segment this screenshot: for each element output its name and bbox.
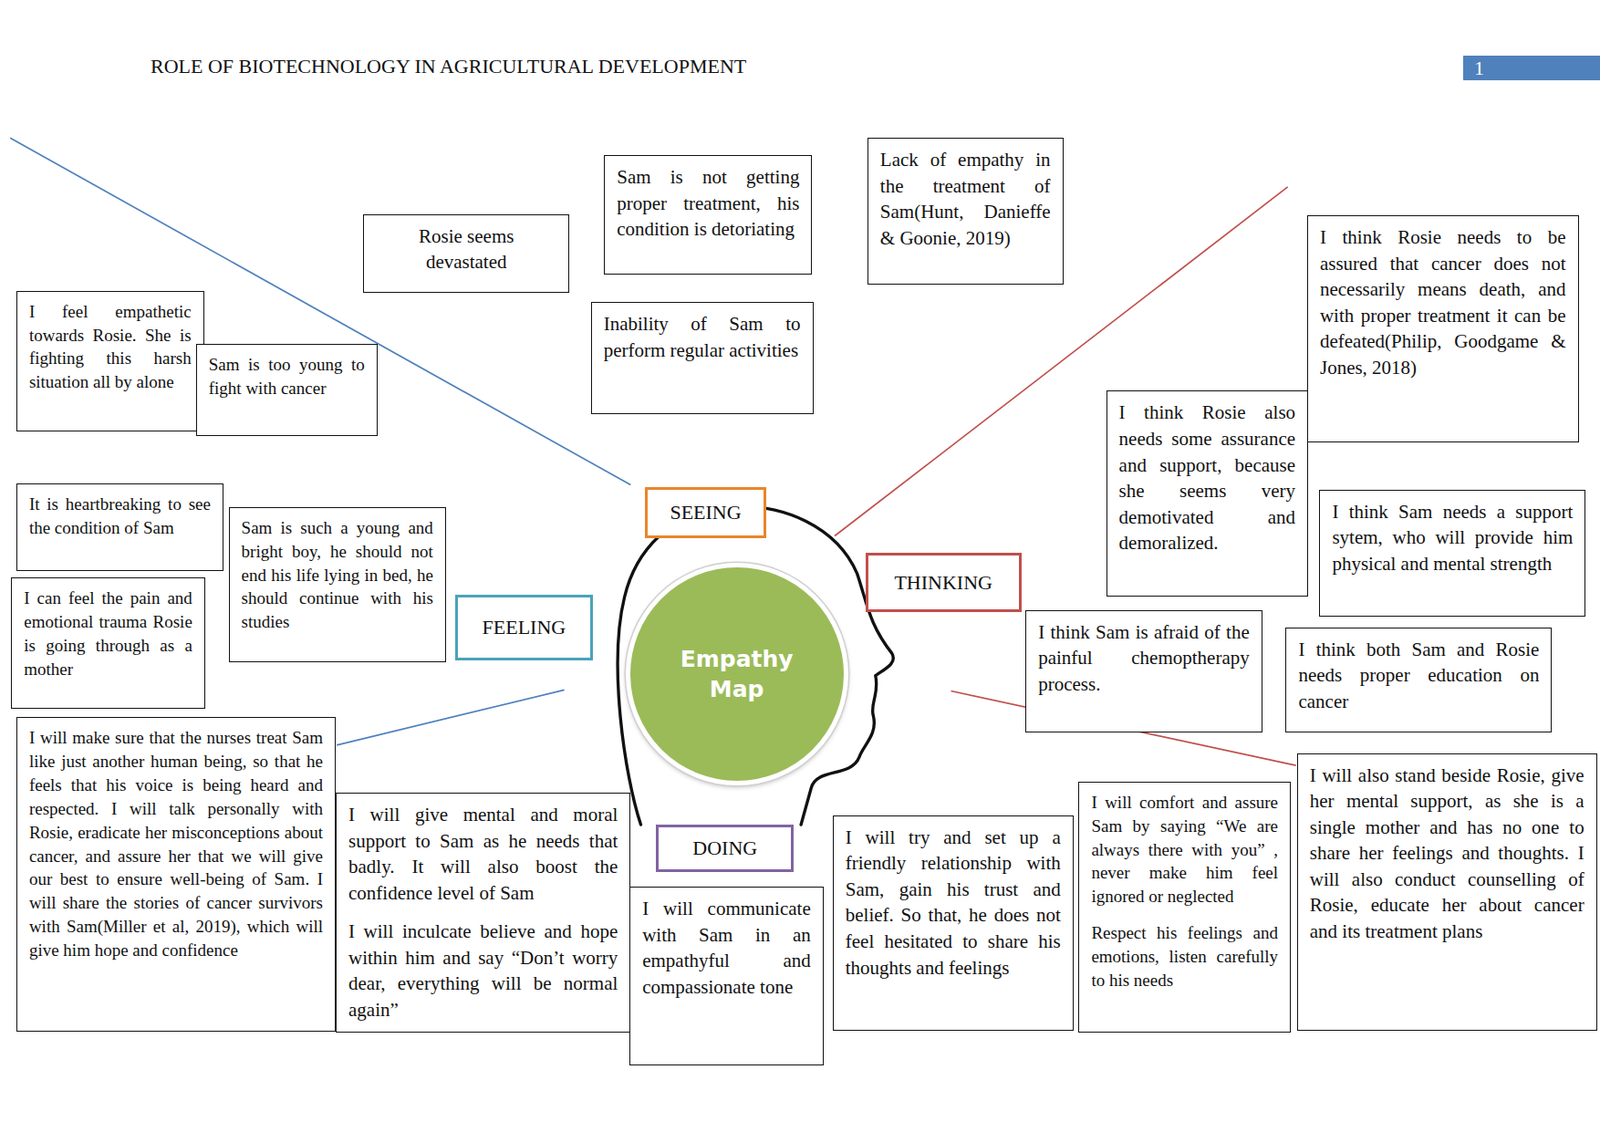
text-box: I think Sam needs a support sytem, who w… bbox=[1319, 489, 1586, 617]
page-header: ROLE OF BIOTECHNOLOGY IN AGRICULTURAL DE… bbox=[150, 54, 747, 79]
text-box: I can feel the pain and emotional trauma… bbox=[10, 577, 206, 709]
box-text: Sam is too young to fight with cancer bbox=[208, 353, 365, 401]
box-text: I think Sam needs a support sytem, who w… bbox=[1331, 498, 1573, 578]
box-text: I feel empathetic towards Rosie. She is … bbox=[29, 300, 192, 395]
category-label: THINKING bbox=[865, 552, 1022, 613]
category-label: DOING bbox=[655, 824, 794, 873]
box-text: I will communicate with Sam in an empath… bbox=[642, 895, 811, 1000]
box-text: Inability of Sam to perform regular acti… bbox=[603, 311, 801, 364]
box-text: I can feel the pain and emotional trauma… bbox=[23, 586, 193, 681]
leader-line bbox=[10, 137, 631, 485]
text-box: I will make sure that the nurses treat S… bbox=[16, 716, 336, 1032]
box-text: Respect his feelings and emotions, liste… bbox=[1090, 921, 1278, 992]
category-text: SEEING bbox=[669, 498, 741, 527]
box-text: I will comfort and assure Sam by saying … bbox=[1090, 790, 1278, 909]
text-box: I think Rosie also needs some assurance … bbox=[1106, 390, 1309, 597]
box-text: I will give mental and moral support to … bbox=[348, 801, 618, 906]
box-text: Empathy Map bbox=[657, 644, 817, 707]
box-text: Lack of empathy in the treatment of Sam(… bbox=[880, 146, 1051, 251]
text-box: Lack of empathy in the treatment of Sam(… bbox=[867, 137, 1064, 285]
box-text: I think both Sam and Rosie needs proper … bbox=[1298, 636, 1539, 716]
text-box: Sam is too young to fight with cancer bbox=[196, 343, 378, 437]
text-box: Inability of Sam to perform regular acti… bbox=[591, 301, 814, 415]
category-text: FEELING bbox=[482, 613, 567, 642]
text-box: I will also stand beside Rosie, give her… bbox=[1297, 753, 1598, 1031]
box-text: I will try and set up a friendly relatio… bbox=[845, 824, 1061, 981]
text-box: I will try and set up a friendly relatio… bbox=[832, 815, 1074, 1031]
leader-line bbox=[336, 689, 564, 745]
page-number: 1 bbox=[1474, 55, 1485, 81]
box-text: I will make sure that the nurses treat S… bbox=[29, 726, 323, 962]
text-box: I will communicate with Sam in an empath… bbox=[629, 886, 824, 1066]
text-box: I think Sam is afraid of the painful che… bbox=[1025, 610, 1263, 733]
box-text: It is heartbreaking to see the condition… bbox=[29, 492, 211, 541]
text-box: I will comfort and assure Sam by saying … bbox=[1078, 781, 1291, 1033]
box-text: I will also stand beside Rosie, give her… bbox=[1309, 762, 1585, 946]
text-box: I think both Sam and Rosie needs proper … bbox=[1285, 627, 1552, 733]
category-label: SEEING bbox=[644, 487, 767, 539]
box-text: I think Rosie needs to be assured that c… bbox=[1319, 224, 1567, 381]
text-box: Rosie seems devastated bbox=[363, 214, 570, 293]
category-text: THINKING bbox=[893, 569, 993, 597]
box-text: I think Sam is afraid of the painful che… bbox=[1038, 619, 1250, 698]
text-box: It is heartbreaking to see the condition… bbox=[16, 483, 224, 572]
category-label: FEELING bbox=[455, 594, 593, 661]
text-box: I will give mental and moral support to … bbox=[335, 792, 631, 1032]
box-text: Sam is such a young and bright boy, he s… bbox=[241, 516, 434, 634]
box-text: I think Rosie also needs some assurance … bbox=[1119, 399, 1296, 556]
text-box: I feel empathetic towards Rosie. She is … bbox=[16, 290, 205, 432]
box-text: Rosie seems devastated bbox=[375, 223, 557, 276]
box-text: I will inculcate believe and hope within… bbox=[348, 918, 618, 1023]
category-text: DOING bbox=[692, 834, 758, 863]
text-box: Sam is not getting proper treatment, his… bbox=[603, 155, 812, 275]
box-text: Sam is not getting proper treatment, his… bbox=[616, 164, 800, 243]
text-box: Sam is such a young and bright boy, he s… bbox=[228, 507, 447, 663]
head-silhouette bbox=[617, 506, 894, 825]
text-box: I think Rosie needs to be assured that c… bbox=[1307, 215, 1580, 443]
center-circle: Empathy Map bbox=[625, 562, 849, 786]
